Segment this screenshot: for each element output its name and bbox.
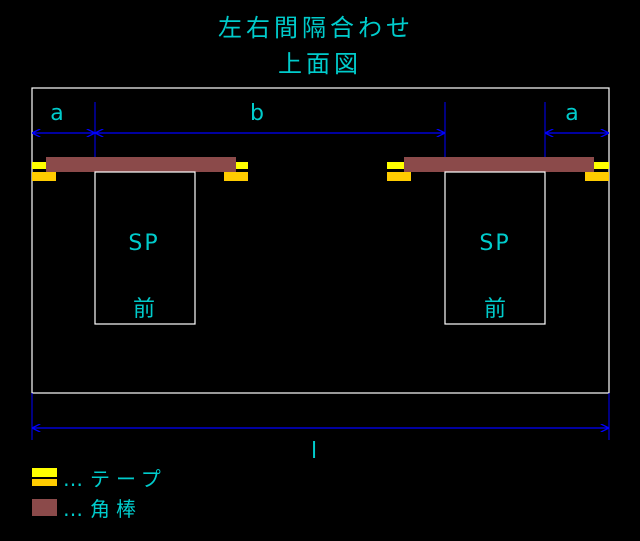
dimension-a-right-label: a — [565, 101, 578, 126]
speaker-left-label: SP — [128, 231, 159, 256]
legend-tape-label: テープ — [90, 467, 167, 491]
bar-left — [46, 157, 236, 172]
diagram-subtitle: 上面図 — [278, 50, 362, 78]
bar-right — [404, 157, 594, 172]
tape-left-inner-edge — [224, 172, 248, 181]
legend-bar-label: 角棒 — [90, 497, 142, 521]
speaker-right-label: SP — [479, 231, 510, 256]
tape-right-inner-edge — [387, 172, 411, 181]
tape-right-inner — [387, 162, 404, 169]
diagram-title: 左右間隔合わせ — [218, 14, 414, 42]
legend-tape-swatch-edge — [32, 479, 57, 486]
tape-left-outer — [32, 162, 46, 169]
legend-tape-marker: … — [63, 467, 83, 491]
legend-bar-marker: … — [63, 497, 83, 521]
legend-tape-swatch — [32, 468, 57, 477]
tape-left-inner — [236, 162, 248, 169]
tape-right-outer — [594, 162, 609, 169]
speaker-right — [444, 171, 546, 325]
speaker-left — [94, 171, 196, 325]
dimension-b-label: b — [250, 101, 264, 126]
dimension-total-label: l — [311, 439, 317, 464]
speaker-left-front-label: 前 — [133, 297, 155, 322]
speaker-right-front-label: 前 — [484, 297, 506, 322]
dimension-a-left-label: a — [50, 101, 63, 126]
tape-left-outer-edge — [32, 172, 56, 181]
legend: … テープ … 角棒 — [32, 467, 167, 521]
tape-right-outer-edge — [585, 172, 609, 181]
legend-bar-swatch — [32, 499, 57, 516]
room-outline — [31, 87, 610, 394]
